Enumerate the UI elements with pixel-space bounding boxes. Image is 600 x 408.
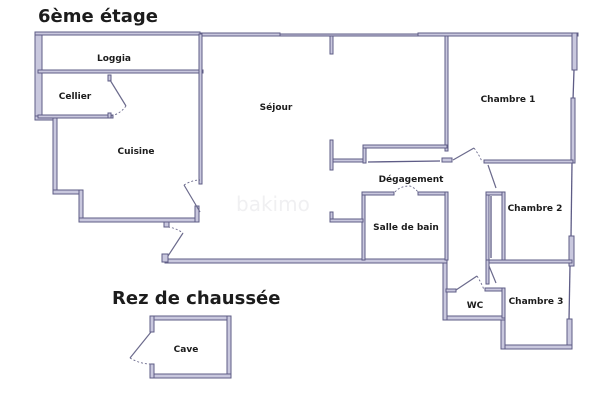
cave-walls (129, 315, 232, 379)
doors (109, 79, 497, 291)
room-label-loggia: Loggia (97, 54, 131, 64)
outer-walls (34, 31, 579, 350)
room-label-wc: WC (466, 301, 484, 311)
interior-walls (37, 33, 574, 319)
room-label-chambre-3: Chambre 3 (508, 297, 564, 307)
room-label-sejour: Séjour (259, 103, 293, 113)
room-label-cuisine: Cuisine (117, 147, 155, 157)
room-label-cave: Cave (173, 345, 199, 355)
room-label-salle-de-bain: Salle de bain (373, 223, 439, 233)
ground-floor-title: Rez de chaussée (112, 288, 281, 309)
room-label-chambre-2: Chambre 2 (507, 204, 563, 214)
upper-floor-title: 6ème étage (38, 6, 159, 27)
room-label-cellier: Cellier (58, 92, 92, 102)
room-label-degagement: Dégagement (378, 175, 444, 185)
room-label-chambre-1: Chambre 1 (480, 95, 536, 105)
watermark: bakimo (236, 192, 310, 216)
